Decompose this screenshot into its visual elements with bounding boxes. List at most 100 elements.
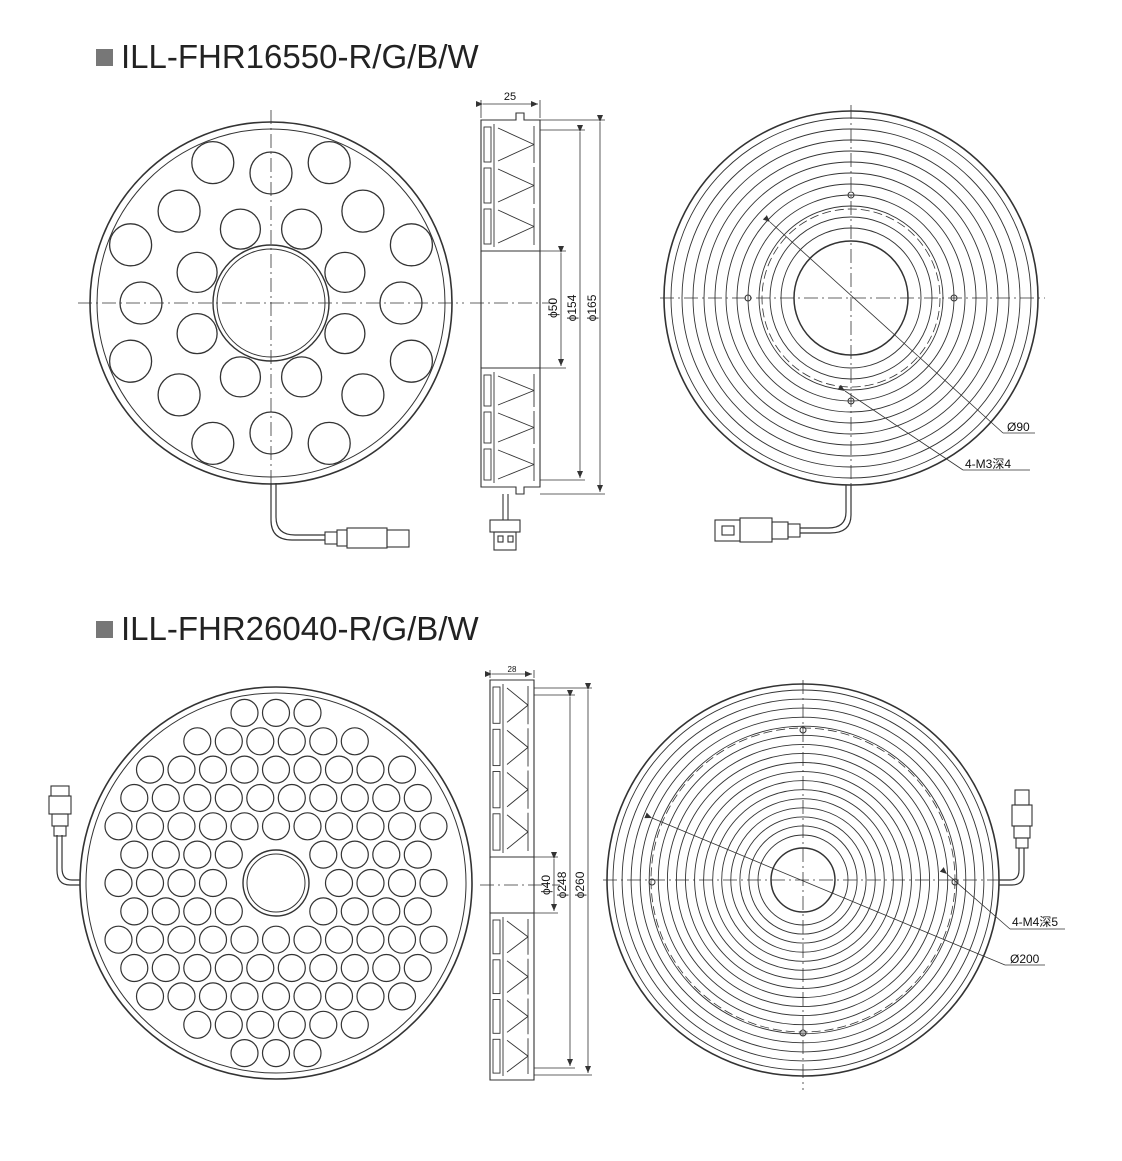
side-view-1 — [470, 100, 605, 551]
led-lens — [135, 982, 165, 1011]
led-lens — [372, 953, 401, 983]
led-lens — [372, 840, 401, 869]
led-lens — [151, 897, 180, 926]
led-lens — [104, 925, 133, 954]
led-lens — [277, 783, 306, 813]
led-lens — [340, 727, 369, 756]
led-lens — [387, 812, 417, 841]
led-lens — [293, 755, 322, 784]
led-lens — [198, 755, 228, 784]
mounting-holes-2 — [648, 726, 959, 1037]
heatsink-ring — [666, 743, 940, 1017]
led-lens — [135, 755, 165, 784]
led-lens — [356, 868, 385, 898]
cable-connector-2 — [48, 785, 72, 837]
led-lens — [230, 755, 259, 784]
led-lens — [261, 1038, 291, 1068]
led-lens — [108, 223, 153, 267]
led-lens — [198, 868, 228, 898]
inner-diameter-label-2: ϕ40 — [539, 875, 553, 895]
led-lens — [108, 339, 153, 383]
heatsink-ring — [739, 816, 867, 944]
width-label-1: 25 — [504, 91, 516, 103]
led-lens — [183, 840, 212, 869]
led-lens — [293, 982, 322, 1011]
led-lens — [293, 925, 322, 954]
led-lens — [309, 727, 338, 756]
diameter-dimensions-1 — [540, 115, 605, 495]
width-dimension-2 — [485, 670, 535, 678]
led-lens — [214, 1010, 243, 1039]
front-view-1 — [78, 110, 464, 549]
led-lens — [340, 840, 369, 869]
led-lens — [261, 698, 291, 728]
led-lens — [340, 953, 369, 983]
led-lens — [280, 208, 323, 250]
led-lens — [340, 1010, 369, 1039]
led-lens — [324, 251, 366, 294]
inner-diameter-label-1: ϕ50 — [546, 298, 560, 318]
led-lens — [261, 812, 291, 841]
led-lens — [183, 897, 212, 926]
mounting-holes-1 — [744, 191, 958, 405]
led-lens — [157, 373, 201, 417]
led-lens — [151, 840, 180, 869]
led-lens — [277, 1010, 306, 1039]
led-lens — [389, 339, 434, 383]
led-lens — [277, 727, 306, 756]
led-lens — [387, 982, 417, 1011]
led-lens — [403, 783, 432, 813]
back-view-2 — [603, 680, 1065, 1090]
cable-connector-back-1 — [714, 517, 801, 543]
led-lens — [387, 868, 417, 898]
led-lens — [324, 982, 354, 1011]
led-lens — [246, 1010, 275, 1039]
led-lens — [104, 868, 133, 898]
led-lens — [120, 897, 149, 926]
led-lens — [307, 140, 351, 185]
led-lens — [135, 925, 165, 954]
led-lens — [135, 868, 165, 898]
led-lens — [246, 727, 275, 756]
led-lens — [280, 356, 323, 398]
led-lens — [214, 783, 243, 813]
led-lens — [277, 953, 306, 983]
led-lens — [183, 783, 212, 813]
mid-diameter-label-1: ϕ154 — [565, 294, 579, 321]
led-lens — [120, 840, 149, 869]
led-lens — [293, 698, 322, 728]
pcd-label-1: Ø90 — [1007, 420, 1030, 434]
led-lens — [324, 868, 354, 898]
led-lens — [191, 140, 235, 185]
led-lens — [230, 1038, 259, 1068]
model-name-2: ILL-FHR26040-R/G/B/W — [121, 610, 479, 647]
led-lens — [214, 897, 243, 926]
led-lens — [198, 812, 228, 841]
led-lens — [157, 189, 201, 233]
cable-connector-back-2 — [1011, 789, 1033, 849]
led-lens — [167, 925, 196, 954]
led-lens — [340, 897, 369, 926]
section-1-title: ILL-FHR16550-R/G/B/W — [96, 38, 479, 76]
side-connector-1 — [489, 494, 521, 551]
hole-spec-label-1: 4-M3深4 — [965, 457, 1011, 471]
led-lens — [309, 897, 338, 926]
led-lens — [183, 727, 212, 756]
led-lens — [151, 953, 180, 983]
section-marker-square — [96, 48, 113, 66]
led-lens — [293, 812, 322, 841]
heatsink-ring — [721, 798, 885, 962]
outer-diameter-label-1: ϕ165 — [585, 294, 599, 321]
led-lens — [309, 1010, 338, 1039]
led-lens — [307, 421, 351, 466]
led-lens — [341, 373, 385, 417]
led-lens — [191, 421, 235, 466]
led-lens — [167, 982, 196, 1011]
led-lens — [387, 925, 417, 954]
led-lens — [183, 1010, 212, 1039]
led-lens — [293, 1038, 322, 1068]
width-label-2: 28 — [508, 665, 517, 674]
outer-diameter-label-2: ϕ260 — [573, 871, 587, 898]
led-lens — [246, 953, 275, 983]
led-lens — [214, 727, 243, 756]
